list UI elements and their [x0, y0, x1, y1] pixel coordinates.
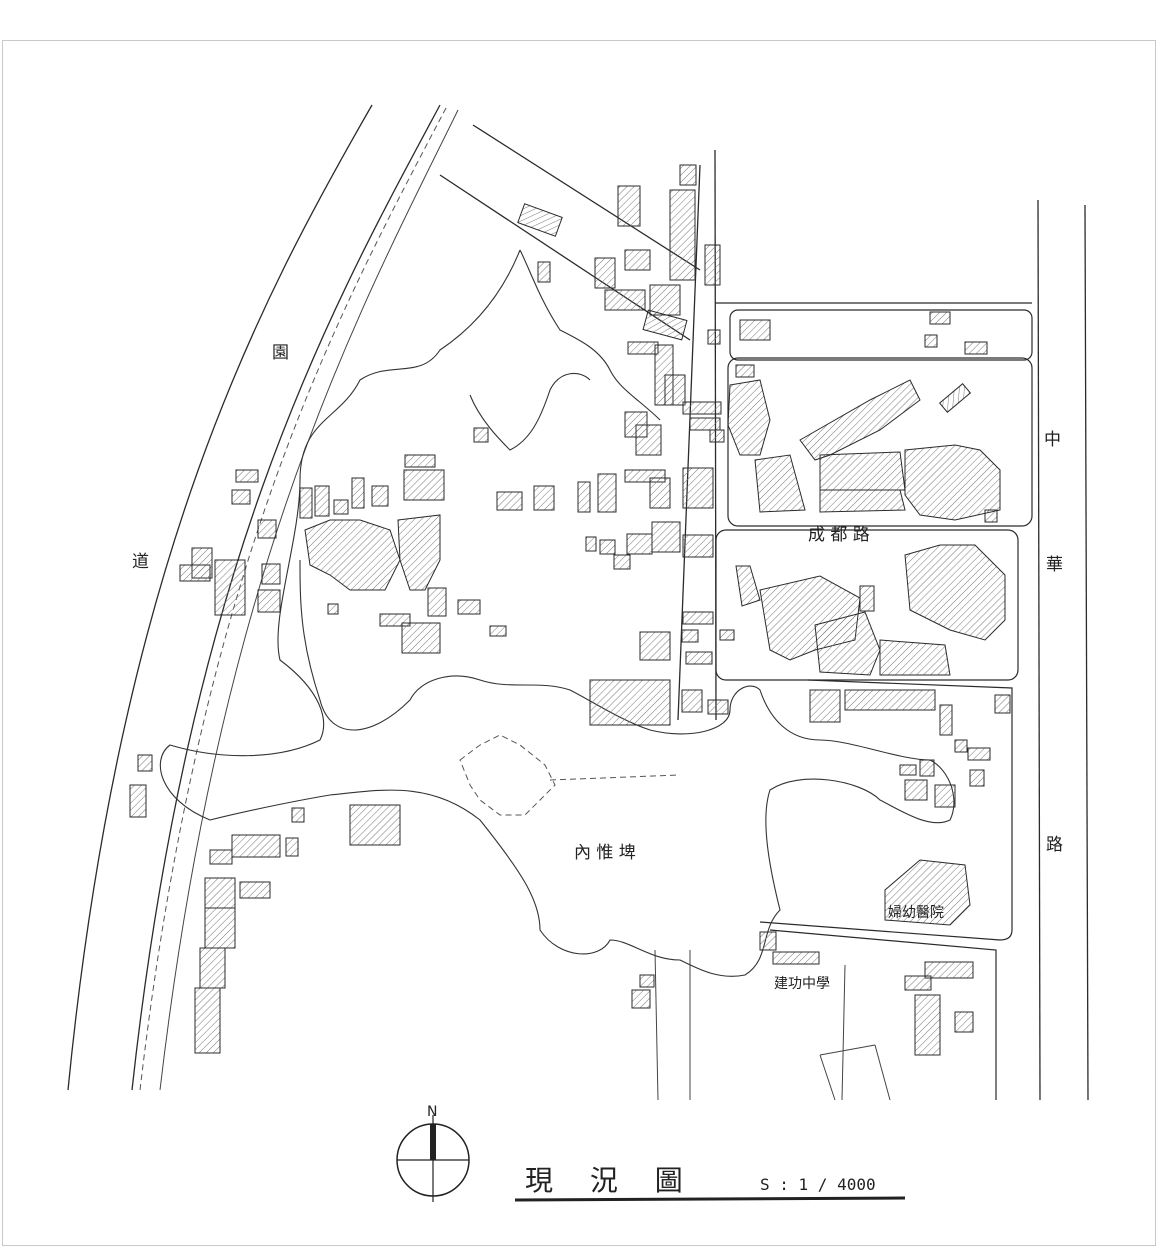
- pavilion-outline: [459, 734, 556, 816]
- title-underline: [514, 1196, 906, 1202]
- buildings: [129, 164, 1011, 1101]
- park-road-label-2: 道: [132, 552, 149, 572]
- park-road-label-1: 園: [272, 343, 289, 363]
- school-label: 建功中學: [774, 976, 830, 992]
- park-road: [67, 104, 459, 1091]
- city-blocks: [654, 309, 1033, 1101]
- map-title: 現 況 圖: [525, 1164, 697, 1197]
- zhonghua-road: [1037, 199, 1089, 1101]
- zhonghua-road-label-3: 路: [1046, 835, 1063, 855]
- zhonghua-road-label-1: 中: [1044, 430, 1061, 450]
- sheet-border: [2, 40, 1156, 1246]
- map-scale: S : 1 / 4000: [760, 1175, 876, 1194]
- north-label: N: [427, 1104, 437, 1120]
- pond-label: 內 惟 埤: [574, 843, 636, 863]
- chengdu-road-label: 成 都 路: [808, 525, 870, 545]
- hospital-label: 婦幼醫院: [888, 904, 944, 921]
- north-arrow-compass-icon: N: [396, 1104, 470, 1202]
- zhonghua-road-label-2: 華: [1046, 555, 1063, 575]
